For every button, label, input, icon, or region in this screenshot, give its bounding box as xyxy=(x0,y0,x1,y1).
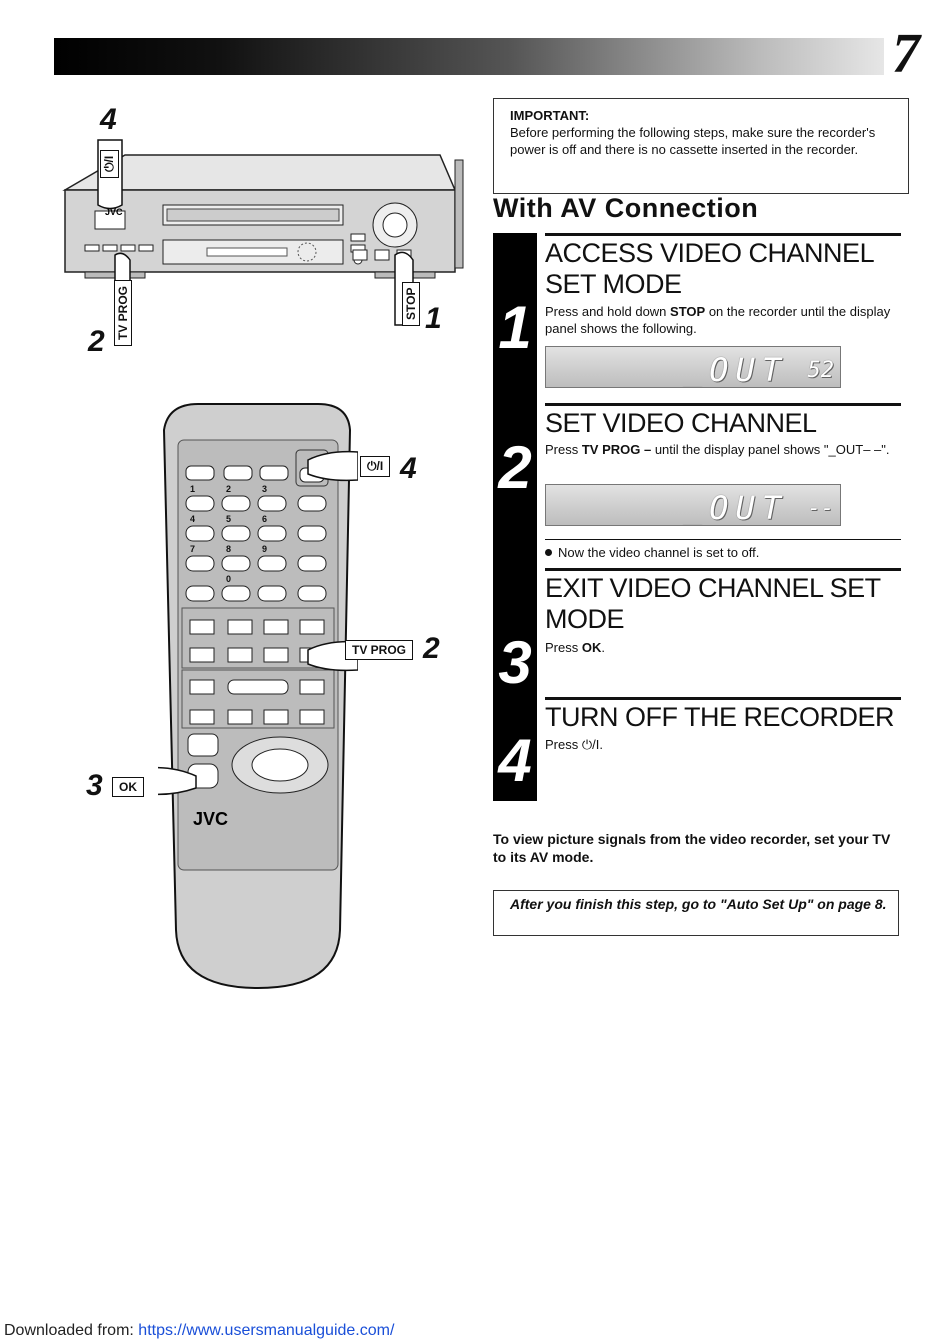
step-4-number: 4 xyxy=(493,698,537,801)
section-title: With AV Connection xyxy=(493,193,759,223)
step-1-display-main: _OUT xyxy=(682,351,788,388)
svg-text:8: 8 xyxy=(226,544,231,554)
step-2-text: Press TV PROG – until the display panel … xyxy=(545,442,890,457)
remote-callout-tvprog: 2 xyxy=(423,632,440,665)
step-1-heading: ACCESS VIDEO CHANNEL SET MODE xyxy=(545,238,874,299)
av-mode-note: To view picture signals from the video r… xyxy=(493,831,891,865)
vcr-tvprog-label: TV PROG xyxy=(114,279,132,346)
footer-link[interactable]: https://www.usersmanualguide.com/ xyxy=(138,1322,395,1339)
step-2-heading: SET VIDEO CHANNEL xyxy=(545,408,817,438)
step-1-display-side: 52 xyxy=(807,358,835,383)
note-rule xyxy=(545,539,901,540)
step-3-text: Press OK. xyxy=(545,640,605,655)
page-number: 7 xyxy=(892,23,920,85)
step-3-rule xyxy=(545,568,901,571)
step-2-rule xyxy=(545,403,901,406)
remote-callout-power: 4 xyxy=(400,452,417,485)
step-1-number: 1 xyxy=(493,233,537,403)
step-4-heading: TURN OFF THE RECORDER xyxy=(545,702,895,732)
svg-text:6: 6 xyxy=(262,514,267,524)
vcr-callout-power: 4 xyxy=(100,103,117,136)
vcr-callout-tvprog: 2 xyxy=(88,325,105,358)
remote-ok-label: OK xyxy=(112,777,144,797)
vcr-brand: JVC xyxy=(105,207,123,217)
remote-power-label: ⏻/I xyxy=(360,456,391,477)
step-3-heading: EXIT VIDEO CHANNEL SET MODE xyxy=(545,573,881,634)
header-bar xyxy=(54,38,884,75)
vcr-stop-label: STOP xyxy=(402,281,420,326)
svg-text:5: 5 xyxy=(226,514,231,524)
step-4-rule xyxy=(545,697,901,700)
svg-text:4: 4 xyxy=(190,514,195,524)
footer: Downloaded from: https://www.usersmanual… xyxy=(4,1322,395,1339)
remote-illustration: 1 2 3 4 5 6 7 8 9 0 JVC xyxy=(158,403,358,990)
remote-brand: JVC xyxy=(193,809,228,829)
step-3-number: 3 xyxy=(493,568,537,698)
step-1-text: Press and hold down STOP on the recorder… xyxy=(545,304,891,336)
note: Now the video channel is set to off. xyxy=(545,545,759,560)
svg-text:2: 2 xyxy=(226,484,231,494)
step-1-rule xyxy=(545,233,901,236)
svg-text:0: 0 xyxy=(226,574,231,584)
svg-text:9: 9 xyxy=(262,544,267,554)
svg-text:7: 7 xyxy=(190,544,195,554)
step-2-display-side: -- xyxy=(807,496,835,521)
vcr-power-label: ⏻/I xyxy=(100,149,119,178)
step-2-display: _OUT -- xyxy=(545,484,841,526)
remote-tvprog-label: TV PROG xyxy=(345,640,414,660)
after-step-box: After you finish this step, go to "Auto … xyxy=(493,890,899,936)
important-title: IMPORTANT: xyxy=(510,108,590,123)
important-box: IMPORTANT: Before performing the followi… xyxy=(493,98,909,194)
vcr-callout-stop: 1 xyxy=(425,302,442,335)
svg-text:1: 1 xyxy=(190,484,195,494)
vcr-illustration: JVC xyxy=(62,139,464,326)
step-2-number: 2 xyxy=(493,403,537,568)
remote-callout-ok: 3 xyxy=(86,769,103,802)
step-2-display-main: _OUT xyxy=(682,489,788,526)
bullet-icon xyxy=(545,549,552,556)
important-text: Before performing the following steps, m… xyxy=(510,125,876,157)
step-4-text: Press ⏻/I. xyxy=(545,737,603,752)
svg-text:3: 3 xyxy=(262,484,267,494)
step-1-display: _OUT 52 xyxy=(545,346,841,388)
